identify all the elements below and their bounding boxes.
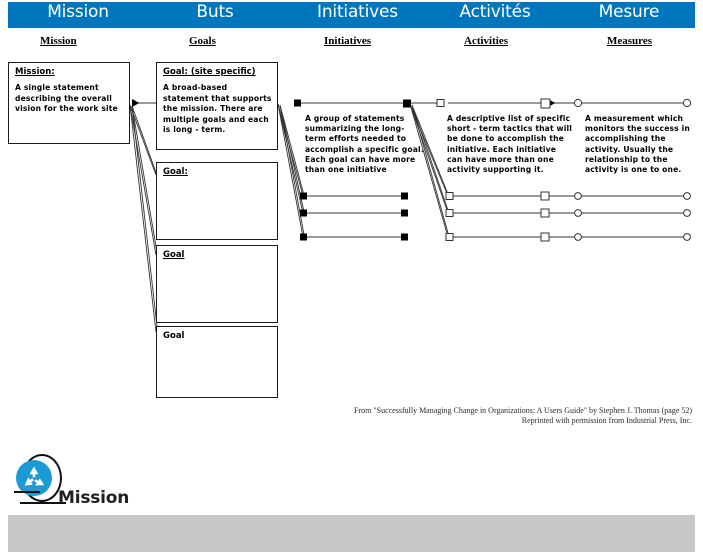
logo-blue-disc	[16, 460, 52, 496]
subheading-measures: Measures	[607, 35, 653, 47]
subheading-goals: Goals	[189, 35, 216, 47]
subheading-mission: Mission	[40, 35, 77, 47]
goal-box-2-title: Goal:	[163, 167, 188, 177]
recycling-arrows-icon	[24, 466, 45, 486]
header-column-title-mesure: Mesure	[598, 2, 660, 22]
recycling-icon	[14, 452, 74, 508]
measures-description: A measurement which monitors the success…	[585, 114, 690, 175]
goal-box-4-title: Goal	[163, 331, 185, 341]
subheading-activities: Activities	[464, 35, 508, 47]
header-column-title-buts: Buts	[196, 2, 234, 22]
header-column-title-mission: Mission	[47, 2, 109, 22]
strategy-cascade-diagram: Mission: A single statement describing t…	[8, 62, 692, 426]
marker-initiative-filled	[294, 99, 301, 107]
header-column-title-activites: Activités	[459, 2, 531, 22]
citation: From "Successfully Managing Change in Or…	[300, 406, 692, 426]
goal-box-3-title: Goal	[163, 250, 185, 260]
initiatives-description: A group of statements summarizing the lo…	[305, 114, 424, 175]
goal-box-4[interactable]: Goal	[156, 326, 278, 398]
citation-line-2: Reprinted with permission from Industria…	[521, 416, 692, 425]
goal-box-2[interactable]: Goal:	[156, 162, 278, 240]
logo-underline-lower	[20, 502, 66, 504]
mission-box[interactable]: Mission: A single statement describing t…	[8, 62, 130, 144]
logo-underline-upper	[14, 491, 40, 493]
subheading-initiatives: Initiatives	[324, 35, 372, 47]
footer-section-label: Mission	[58, 488, 130, 508]
mission-box-title: Mission:	[15, 67, 55, 77]
mission-box-body: A single statement describing the overal…	[15, 83, 118, 113]
footer-gray-bar	[8, 515, 695, 552]
goal-box-1-body: A broad-based statement that supports th…	[163, 83, 272, 134]
header-column-title-initiatives: Initiatives	[317, 2, 398, 22]
connector-layer	[129, 98, 692, 336]
goal-box-1[interactable]: Goal: (site specific) A broad-based stat…	[156, 62, 278, 150]
citation-line-1: From "Successfully Managing Change in Or…	[354, 406, 692, 415]
activities-description: A descriptive list of specific short - t…	[447, 114, 572, 175]
goal-box-3[interactable]: Goal	[156, 245, 278, 323]
goal-box-1-title: Goal: (site specific)	[163, 67, 256, 77]
marker-initiative-filled	[403, 99, 411, 108]
header-band	[8, 2, 695, 28]
